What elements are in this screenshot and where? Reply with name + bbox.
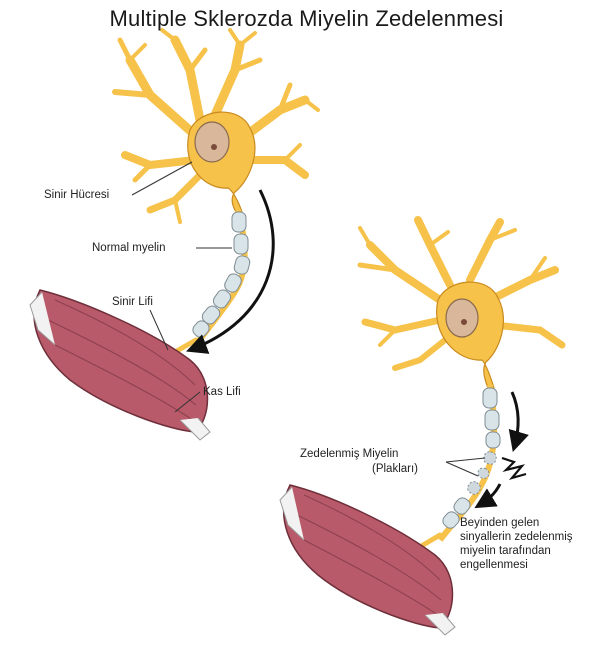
- healthy-muscle-fiber: [30, 290, 210, 440]
- label-signal-block: Beyinden gelen sinyallerin zedelenmiş mi…: [460, 516, 573, 572]
- label-nerve-cell: Sinir Hücresi: [44, 188, 109, 202]
- label-nerve-fiber: Sinir Lifi: [112, 295, 153, 309]
- label-muscle-fiber: Kas Lifi: [203, 385, 241, 399]
- healthy-myelin-sheath: [190, 210, 251, 345]
- signal-block-zigzag-icon: [502, 458, 526, 478]
- signal-block-line-1: Beyinden gelen: [460, 516, 573, 530]
- healthy-nucleus: [195, 122, 229, 162]
- damaged-muscle-fiber: [280, 485, 455, 635]
- label-normal-myelin: Normal myelin: [92, 241, 166, 255]
- damaged-nucleolus: [461, 319, 467, 325]
- signal-block-line-4: engellenmesi: [460, 558, 573, 572]
- damaged-nucleus: [446, 299, 478, 337]
- page-title: Multiple Sklerozda Miyelin Zedelenmesi: [0, 6, 613, 32]
- signal-block-line-3: miyelin tarafından: [460, 544, 573, 558]
- signal-block-line-2: sinyallerin zedelenmiş: [460, 530, 573, 544]
- label-damaged-myelin: Zedelenmiş Miyelin: [300, 447, 398, 461]
- label-plaques: (Plakları): [372, 462, 418, 476]
- signal-arrow-upper: [512, 392, 518, 448]
- healthy-nucleolus: [211, 144, 217, 150]
